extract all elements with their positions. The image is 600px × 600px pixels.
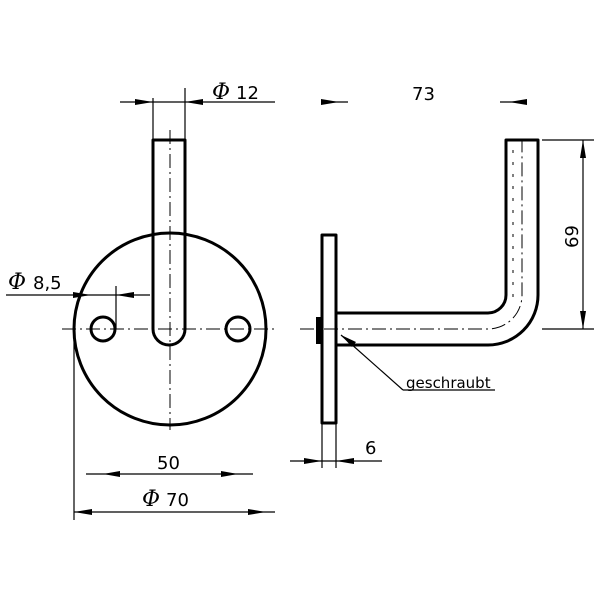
svg-text:Φ: Φ xyxy=(142,487,160,512)
projection-label: 73 xyxy=(412,84,435,105)
front-view xyxy=(62,130,278,430)
hole-spacing-label: 50 xyxy=(157,453,180,474)
side-view xyxy=(300,138,540,425)
bent-tube-outline xyxy=(334,138,540,347)
dim-tube-diameter: Φ 12 xyxy=(120,80,275,140)
dim-hole-spacing: 50 xyxy=(86,453,253,477)
hole-diameter-label: 8,5 xyxy=(33,273,62,294)
screw-head xyxy=(316,317,322,344)
screw-leader: geschraubt xyxy=(340,334,495,392)
height-label: 69 xyxy=(562,225,583,248)
dim-hole-diameter: Φ 8,5 xyxy=(6,270,150,329)
tube-outline xyxy=(151,138,187,347)
tube-diameter-label: 12 xyxy=(236,83,259,104)
svg-text:Φ: Φ xyxy=(8,270,26,295)
dim-plate-thickness: 6 xyxy=(290,423,382,468)
dim-projection: 73 xyxy=(321,84,527,105)
dim-height: 69 xyxy=(542,139,594,330)
plate-thickness-label: 6 xyxy=(365,438,376,459)
plate-diameter-label: 70 xyxy=(166,490,189,511)
dim-plate-diameter: Φ 70 xyxy=(73,340,275,520)
svg-text:Φ: Φ xyxy=(212,80,230,105)
screwed-note: geschraubt xyxy=(406,374,491,392)
